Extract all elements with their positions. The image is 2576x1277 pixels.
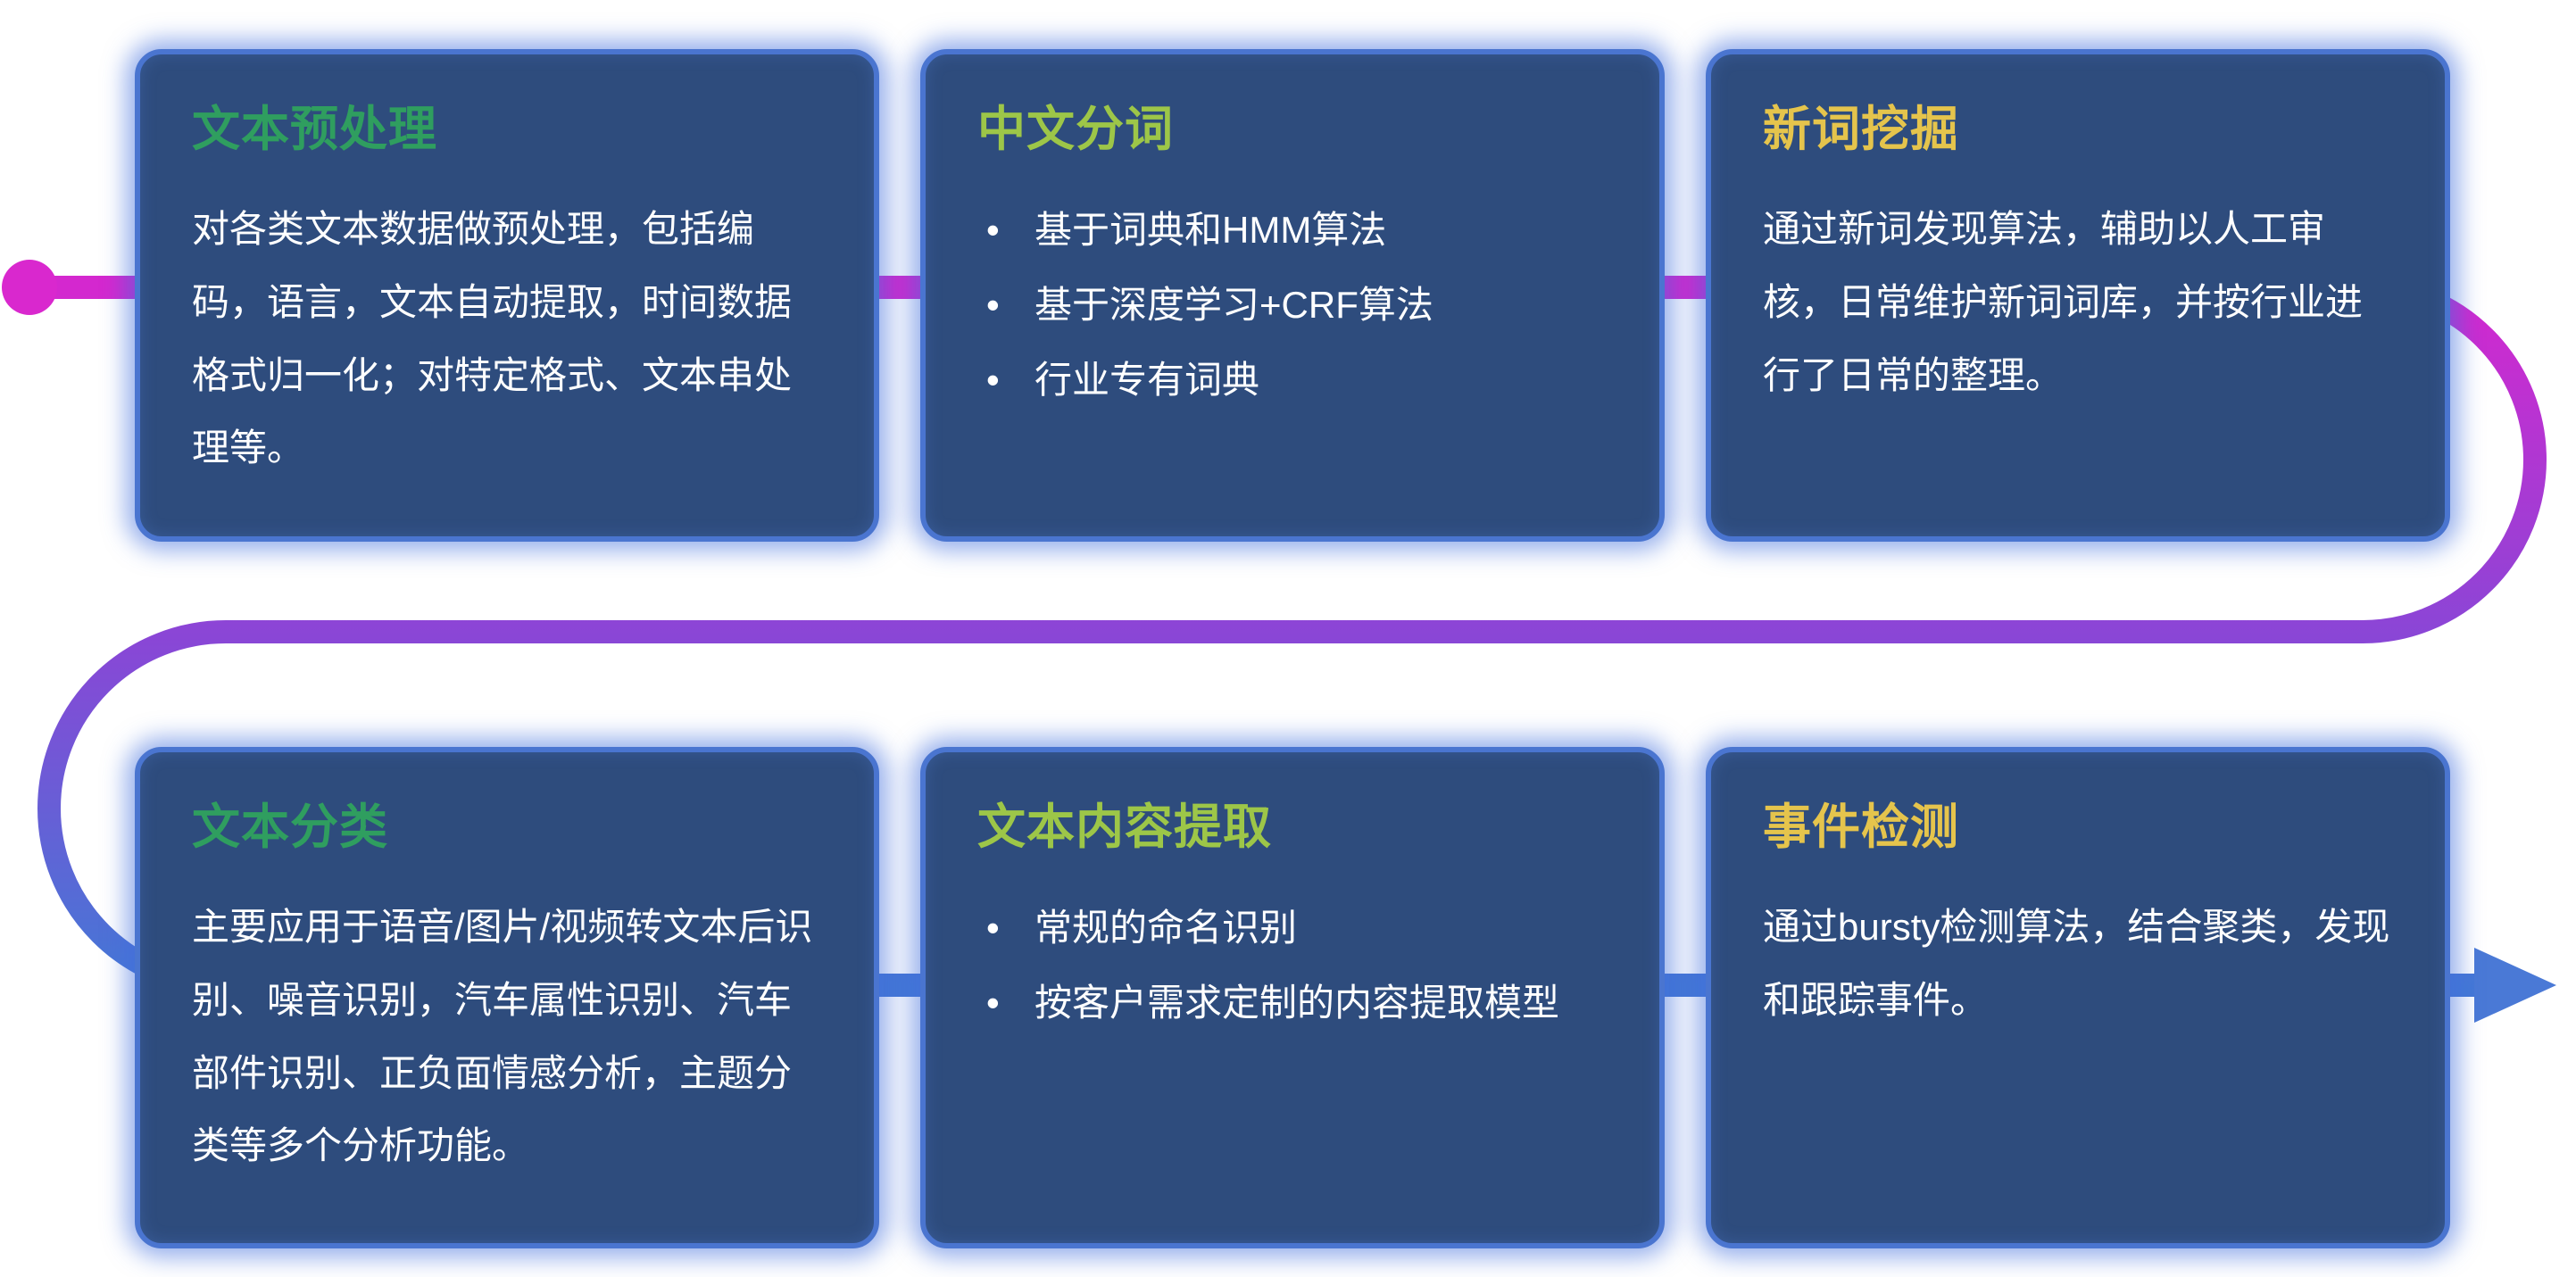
- card-body: 对各类文本数据做预处理，包括编码，语言，文本自动提取，时间数据格式归一化；对特定…: [192, 207, 793, 469]
- card-bullet-list: 基于词典和HMM算法 基于深度学习+CRF算法 行业专有词典: [977, 193, 1608, 418]
- card-title: 中文分词: [977, 103, 1174, 156]
- bullet-item: 按客户需求定制的内容提取模型: [977, 966, 1608, 1041]
- card-chinese-word-segmentation: 中文分词 基于词典和HMM算法 基于深度学习+CRF算法 行业专有词典: [920, 49, 1665, 542]
- bullet-item: 常规的命名识别: [977, 891, 1608, 966]
- card-body: 主要应用于语音/图片/视频转文本后识别、噪音识别，汽车属性识别、汽车部件识别、正…: [192, 905, 813, 1167]
- card-title: 事件检测: [1763, 800, 1959, 854]
- card-text-classification: 文本分类 主要应用于语音/图片/视频转文本后识别、噪音识别，汽车属性识别、汽车部…: [135, 747, 879, 1248]
- card-text-preprocessing: 文本预处理 对各类文本数据做预处理，包括编码，语言，文本自动提取，时间数据格式归…: [135, 49, 879, 542]
- card-body: 通过新词发现算法，辅助以人工审核，日常维护新词词库，并按行业进行了日常的整理。: [1763, 207, 2364, 396]
- bullet-item: 基于词典和HMM算法: [977, 193, 1608, 268]
- cards-grid: 文本预处理 对各类文本数据做预处理，包括编码，语言，文本自动提取，时间数据格式归…: [135, 49, 2450, 1248]
- card-title: 文本预处理: [192, 103, 437, 156]
- bullet-item: 行业专有词典: [977, 343, 1608, 418]
- flow-end-arrow-icon: [2474, 948, 2556, 1023]
- card-title: 文本内容提取: [977, 800, 1272, 854]
- card-text-content-extraction: 文本内容提取 常规的命名识别 按客户需求定制的内容提取模型: [920, 747, 1665, 1248]
- flow-connector-path: [29, 276, 2547, 997]
- bullet-item: 基于深度学习+CRF算法: [977, 268, 1608, 343]
- card-event-detection: 事件检测 通过bursty检测算法，结合聚类，发现和跟踪事件。: [1706, 747, 2450, 1248]
- card-title: 新词挖掘: [1763, 103, 1959, 156]
- flow-start-dot: [2, 260, 57, 315]
- card-body: 通过bursty检测算法，结合聚类，发现和跟踪事件。: [1763, 905, 2390, 1021]
- card-new-word-mining: 新词挖掘 通过新词发现算法，辅助以人工审核，日常维护新词词库，并按行业进行了日常…: [1706, 49, 2450, 542]
- card-title: 文本分类: [192, 800, 388, 854]
- card-bullet-list: 常规的命名识别 按客户需求定制的内容提取模型: [977, 891, 1608, 1041]
